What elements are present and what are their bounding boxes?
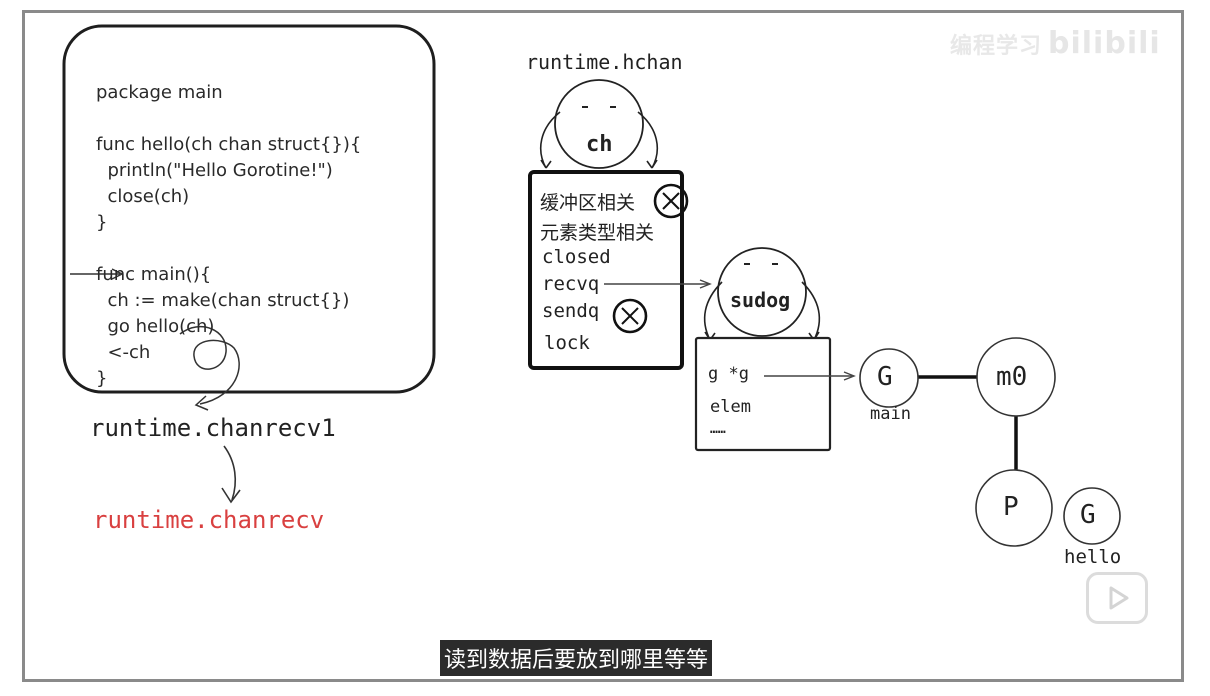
chanrecv1-label: runtime.chanrecv1 bbox=[90, 414, 336, 442]
sudog-body bbox=[694, 336, 832, 452]
watermark-text: 编程学习 bbox=[950, 34, 1043, 59]
p-label: P bbox=[1003, 492, 1019, 522]
call-arrow-head bbox=[221, 487, 241, 504]
chanrecv-label: runtime.chanrecv bbox=[93, 506, 325, 534]
code-line: ch := make(chan struct{}) bbox=[96, 290, 350, 311]
g-main-letter: G bbox=[877, 362, 893, 392]
hchan-field-recvq: recvq bbox=[542, 273, 600, 295]
bilibili-logo: bilibili bbox=[1048, 26, 1161, 61]
g-pointer-arrow-head bbox=[843, 371, 856, 381]
code-line: close(ch) bbox=[96, 186, 190, 207]
hchan-head bbox=[554, 79, 644, 169]
sudog-field-more: …… bbox=[710, 422, 726, 437]
sudog-field-elem: elem bbox=[710, 397, 751, 417]
pointer-arrow-head bbox=[111, 268, 124, 280]
code-line: } bbox=[96, 212, 108, 233]
sudog-head bbox=[717, 247, 807, 337]
play-button[interactable] bbox=[1086, 572, 1148, 624]
recvq-arrow-head bbox=[699, 279, 712, 289]
code-line: go hello(ch) bbox=[96, 316, 215, 337]
crossed-circle-icon bbox=[653, 183, 689, 219]
hchan-body bbox=[528, 170, 684, 370]
hchan-field-buffer: 缓冲区相关 bbox=[540, 192, 636, 214]
code-line bbox=[96, 106, 361, 132]
code-line: func main(){ bbox=[96, 264, 212, 285]
code-line bbox=[96, 236, 361, 262]
m0-node bbox=[976, 337, 1056, 417]
g-main-node bbox=[859, 348, 919, 408]
sudog-field-g: g *g bbox=[708, 364, 749, 384]
sudog-head-label: sudog bbox=[730, 288, 791, 312]
code-line: package main bbox=[96, 82, 223, 103]
code-line: } bbox=[96, 368, 108, 389]
code-line: println("Hello Gorotine!") bbox=[96, 160, 333, 181]
g-hello-node bbox=[1063, 487, 1121, 545]
hchan-arm-right bbox=[637, 111, 659, 169]
subtitle-caption: 读到数据后要放到哪里等等 bbox=[440, 640, 713, 676]
crossed-circle-icon bbox=[612, 298, 648, 334]
cross-line bbox=[621, 307, 639, 325]
loop-arrow-head bbox=[194, 395, 209, 411]
hchan-field-elemtype: 元素类型相关 bbox=[540, 222, 655, 244]
loop-arrow bbox=[179, 325, 240, 405]
play-icon bbox=[1109, 586, 1129, 610]
code-line: <-ch bbox=[96, 342, 151, 363]
g-hello-letter: G bbox=[1080, 500, 1096, 530]
hchan-field-lock: lock bbox=[544, 332, 590, 354]
hchan-field-sendq: sendq bbox=[542, 300, 600, 322]
p-node bbox=[975, 469, 1053, 547]
hchan-title: runtime.hchan bbox=[526, 50, 683, 74]
call-arrow bbox=[223, 445, 237, 501]
hchan-head-label: ch bbox=[586, 132, 613, 157]
g-hello-label: hello bbox=[1064, 546, 1122, 568]
m0-label: m0 bbox=[996, 362, 1028, 392]
code-block: package main func hello(ch chan struct{}… bbox=[96, 54, 361, 418]
code-panel bbox=[62, 24, 436, 394]
cross-line bbox=[662, 192, 680, 210]
hchan-field-closed: closed bbox=[542, 246, 611, 268]
g-main-label: main bbox=[870, 404, 911, 424]
code-line: func hello(ch chan struct{}){ bbox=[96, 134, 362, 155]
hchan-arm-left bbox=[539, 111, 561, 169]
